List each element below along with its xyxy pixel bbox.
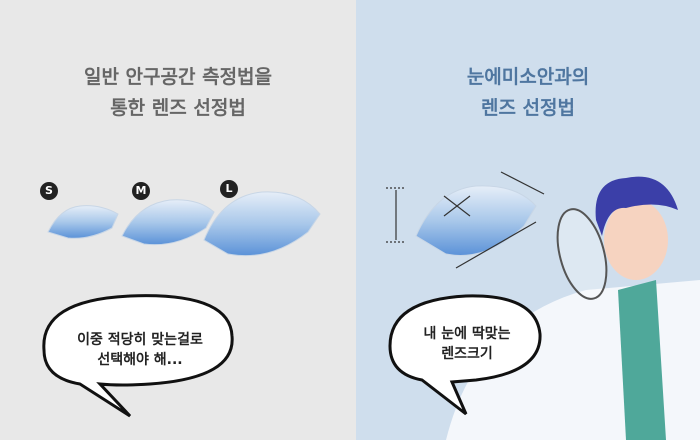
speech-bubble-right: [388, 294, 542, 416]
left-title-line2: 통한 렌즈 선정법: [110, 97, 246, 119]
speech-bubble-left: [42, 294, 234, 418]
right-title-line1: 눈에미소안과의: [466, 66, 590, 88]
size-badge-m: M: [132, 182, 150, 200]
size-badge-s: S: [40, 182, 58, 200]
right-bubble-line2: 렌즈크기: [441, 346, 493, 362]
doctor-face: [604, 200, 668, 280]
lens-sizes-illustration: [42, 191, 321, 418]
doctor-hair: [595, 176, 678, 236]
magnifier-glass: [556, 208, 608, 300]
right-panel: 눈에미소안과의 렌즈 선정법 내 눈에 딱맞는 렌즈크기: [356, 0, 700, 440]
left-bubble-line2: 선택해야 해...: [97, 352, 183, 368]
left-title-line1: 일반 안구공간 측정법을: [83, 66, 273, 88]
right-title-line2: 렌즈 선정법: [480, 97, 575, 119]
right-title: 눈에미소안과의 렌즈 선정법: [356, 62, 700, 124]
doctor-lens-illustration: [386, 171, 700, 440]
size-badge-l: L: [220, 180, 238, 198]
right-bubble-line1: 내 눈에 딱맞는: [423, 326, 511, 342]
lens-medium: [121, 199, 215, 246]
lens-measured: [415, 185, 537, 256]
lens-small: [47, 205, 119, 239]
measurement-arrows: [386, 171, 545, 269]
left-panel: 일반 안구공간 측정법을 통한 렌즈 선정법 S M L 이중 적당히 맞는걸로…: [0, 0, 356, 440]
left-bubble-line1: 이중 적당히 맞는걸로: [77, 332, 203, 348]
lens-large: [203, 191, 321, 257]
right-bubble-text: 내 눈에 딱맞는 렌즈크기: [402, 324, 532, 364]
doctor-shirt: [618, 280, 666, 440]
left-title: 일반 안구공간 측정법을 통한 렌즈 선정법: [0, 62, 356, 124]
left-bubble-text: 이중 적당히 맞는걸로 선택해야 해...: [60, 330, 220, 370]
